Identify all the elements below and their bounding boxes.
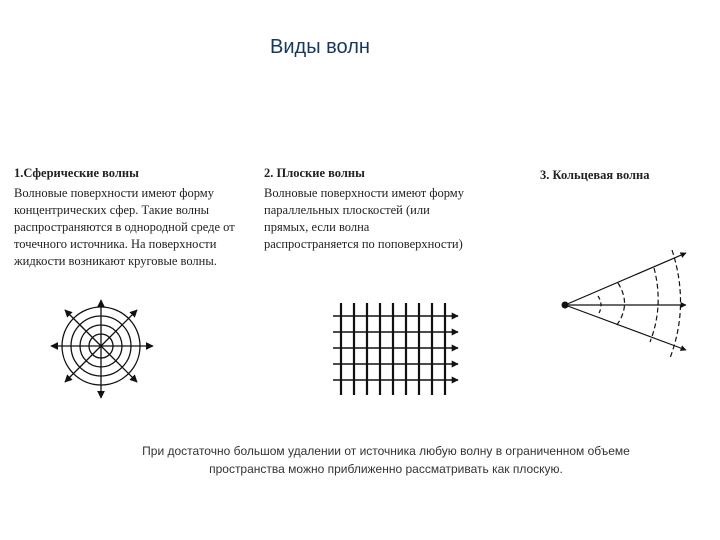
section-heading: 3. Кольцевая волна xyxy=(540,168,650,182)
slide-title: Виды волн xyxy=(0,36,720,59)
footer-line: пространства можно приближенно рассматри… xyxy=(209,462,563,476)
ring-wave-diagram xyxy=(561,249,687,359)
section-spherical: 1.Сферические волны Волновые поверхности… xyxy=(14,165,254,270)
radial-arrows xyxy=(50,299,154,399)
footer-note: При достаточно большом удалении от источ… xyxy=(96,442,676,478)
section-body: Волновые поверхности имеют форму паралле… xyxy=(264,186,464,251)
section-heading: 1.Сферические волны xyxy=(14,166,139,180)
section-heading: 2. Плоские волны xyxy=(264,166,365,180)
section-body: Волновые поверхности имеют форму концент… xyxy=(14,186,235,268)
propagation-arrows xyxy=(333,312,459,384)
footer-line: При достаточно большом удалении от источ… xyxy=(142,444,630,458)
section-plane: 2. Плоские волны Волновые поверхности им… xyxy=(264,165,464,253)
slide-title-text: Виды волн xyxy=(270,36,370,58)
wavefront-lines xyxy=(339,303,447,395)
section-ring: 3. Кольцевая волна xyxy=(540,167,700,184)
plane-wave-diagram xyxy=(333,303,459,395)
concentric-circles xyxy=(61,306,141,386)
point-source xyxy=(561,301,569,309)
